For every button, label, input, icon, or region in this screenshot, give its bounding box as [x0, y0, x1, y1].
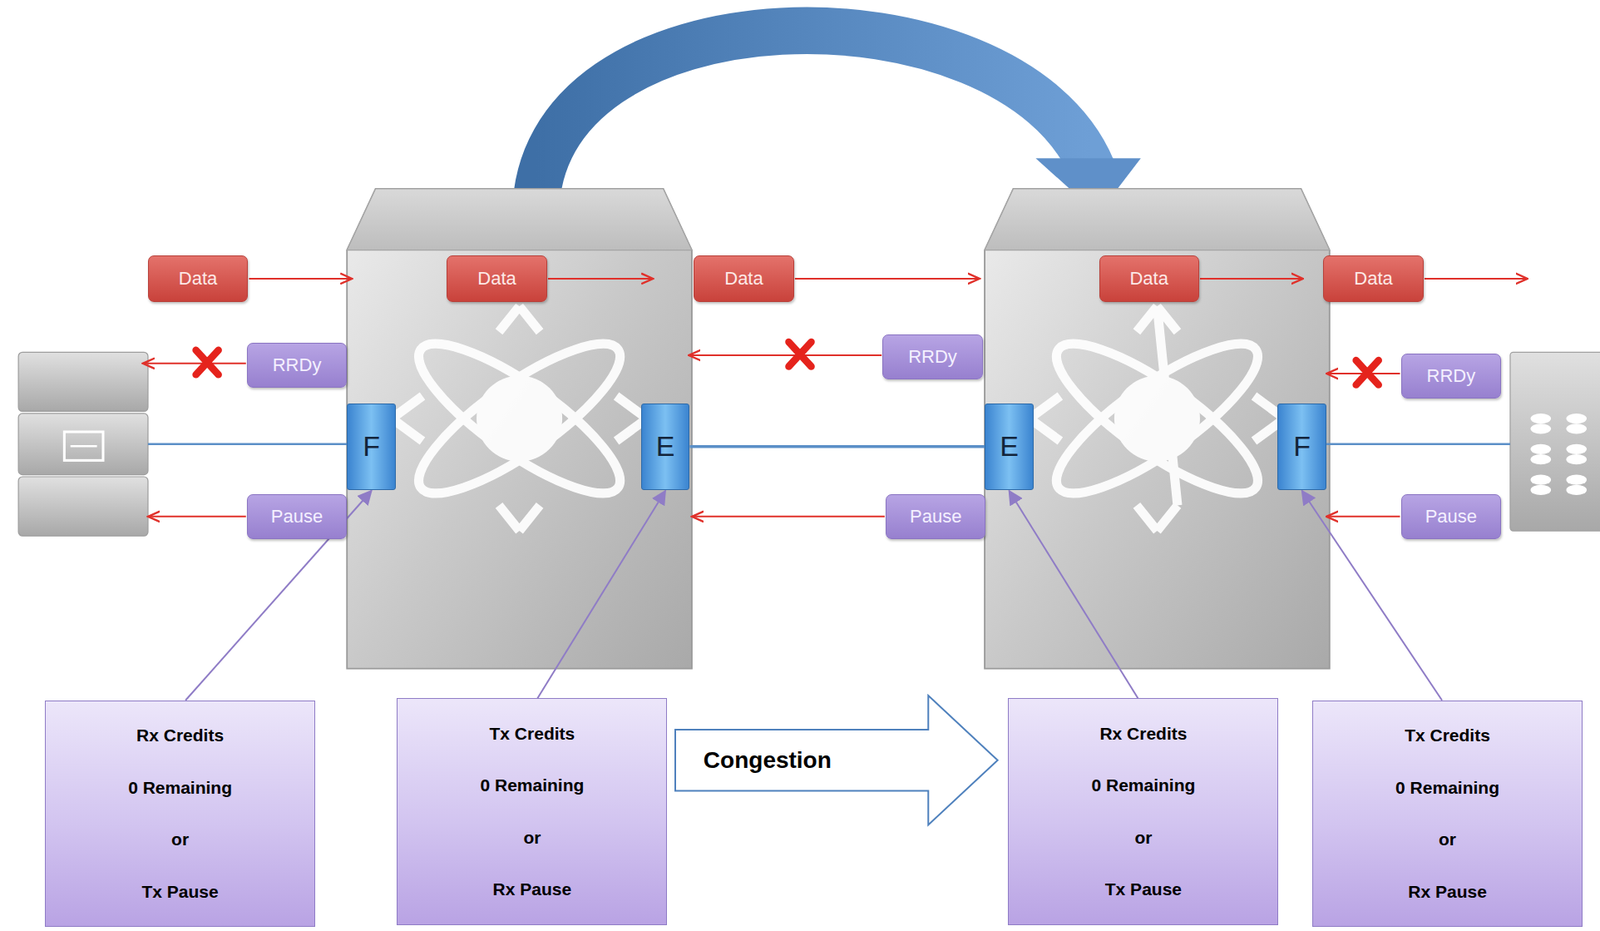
data-frame-box: Data: [693, 255, 794, 302]
node-text: Data: [1129, 267, 1168, 290]
credit-status-box: Rx Credits 0 Remaining or Tx Pause: [44, 700, 316, 927]
node-text: F: [362, 429, 381, 463]
data-frame-box: Data: [1099, 255, 1200, 302]
port-box: E: [984, 403, 1034, 490]
node-text: or: [171, 829, 189, 850]
node-text: F: [1293, 429, 1311, 463]
flow-arrows: [143, 278, 1528, 517]
node-text: Tx Credits: [1404, 725, 1491, 746]
node-text: Data: [1353, 267, 1393, 290]
node-text: or: [1438, 829, 1457, 850]
blocked-mark: [196, 341, 1379, 386]
isl-link: [689, 444, 985, 449]
server-host: [18, 351, 149, 536]
node-text: E: [999, 429, 1019, 463]
node-text: Rx Credits: [136, 725, 224, 746]
signal-box: Pause: [246, 493, 347, 539]
credit-status-box: Tx Credits 0 Remaining or Rx Pause: [1312, 700, 1583, 927]
credit-status-box: Rx Credits 0 Remaining or Tx Pause: [1007, 697, 1279, 924]
data-frame-box: Data: [148, 255, 248, 302]
signal-box: RRDy: [246, 342, 347, 388]
leader-arrow: [1009, 490, 1139, 698]
node-text: Rx Pause: [493, 879, 573, 899]
node-text: or: [1134, 827, 1152, 848]
node-text: Data: [724, 267, 763, 290]
data-frame-box: Data: [1323, 255, 1423, 302]
node-text: Pause: [271, 505, 323, 528]
congestion-arrow: Congestion: [673, 693, 1001, 827]
node-text: Data: [477, 267, 516, 290]
signal-box: Pause: [885, 493, 986, 539]
storage-link: [1326, 443, 1511, 445]
node-text: 0 Remaining: [128, 777, 233, 798]
signal-box: Pause: [1401, 493, 1502, 539]
node-text: Congestion: [703, 746, 832, 774]
node-text: RRDy: [908, 345, 958, 368]
signal-box: RRDy: [1401, 353, 1502, 399]
node-text: 0 Remaining: [479, 775, 584, 796]
data-frame-box: Data: [446, 255, 547, 302]
switch-right: [984, 188, 1330, 669]
node-text: RRDy: [1427, 365, 1477, 387]
node-text: or: [523, 827, 541, 848]
switch-left: [346, 188, 692, 669]
node-text: 0 Remaining: [1395, 777, 1500, 798]
credit-status-box: Tx Credits 0 Remaining or Rx Pause: [396, 697, 667, 924]
node-text: Rx Credits: [1099, 723, 1187, 744]
node-text: Tx Pause: [1105, 879, 1182, 899]
port-box: F: [1277, 403, 1327, 490]
node-text: Pause: [1425, 505, 1477, 528]
arrow-shape: [675, 695, 998, 825]
signal-box: RRDy: [882, 334, 983, 380]
storage-array: [1510, 351, 1600, 531]
port-box: F: [346, 403, 396, 490]
node-text: E: [656, 429, 676, 463]
node-text: Data: [178, 267, 218, 290]
port-box: E: [641, 403, 691, 490]
node-text: Tx Pause: [141, 881, 218, 902]
leader-arrow: [185, 490, 372, 701]
node-text: Pause: [909, 505, 962, 528]
leader-arrow: [537, 490, 666, 698]
node-text: RRDy: [272, 354, 322, 376]
node-text: Rx Pause: [1407, 881, 1487, 902]
node-text: 0 Remaining: [1091, 775, 1196, 796]
node-text: Tx Credits: [489, 723, 576, 744]
host-link: [148, 443, 347, 445]
